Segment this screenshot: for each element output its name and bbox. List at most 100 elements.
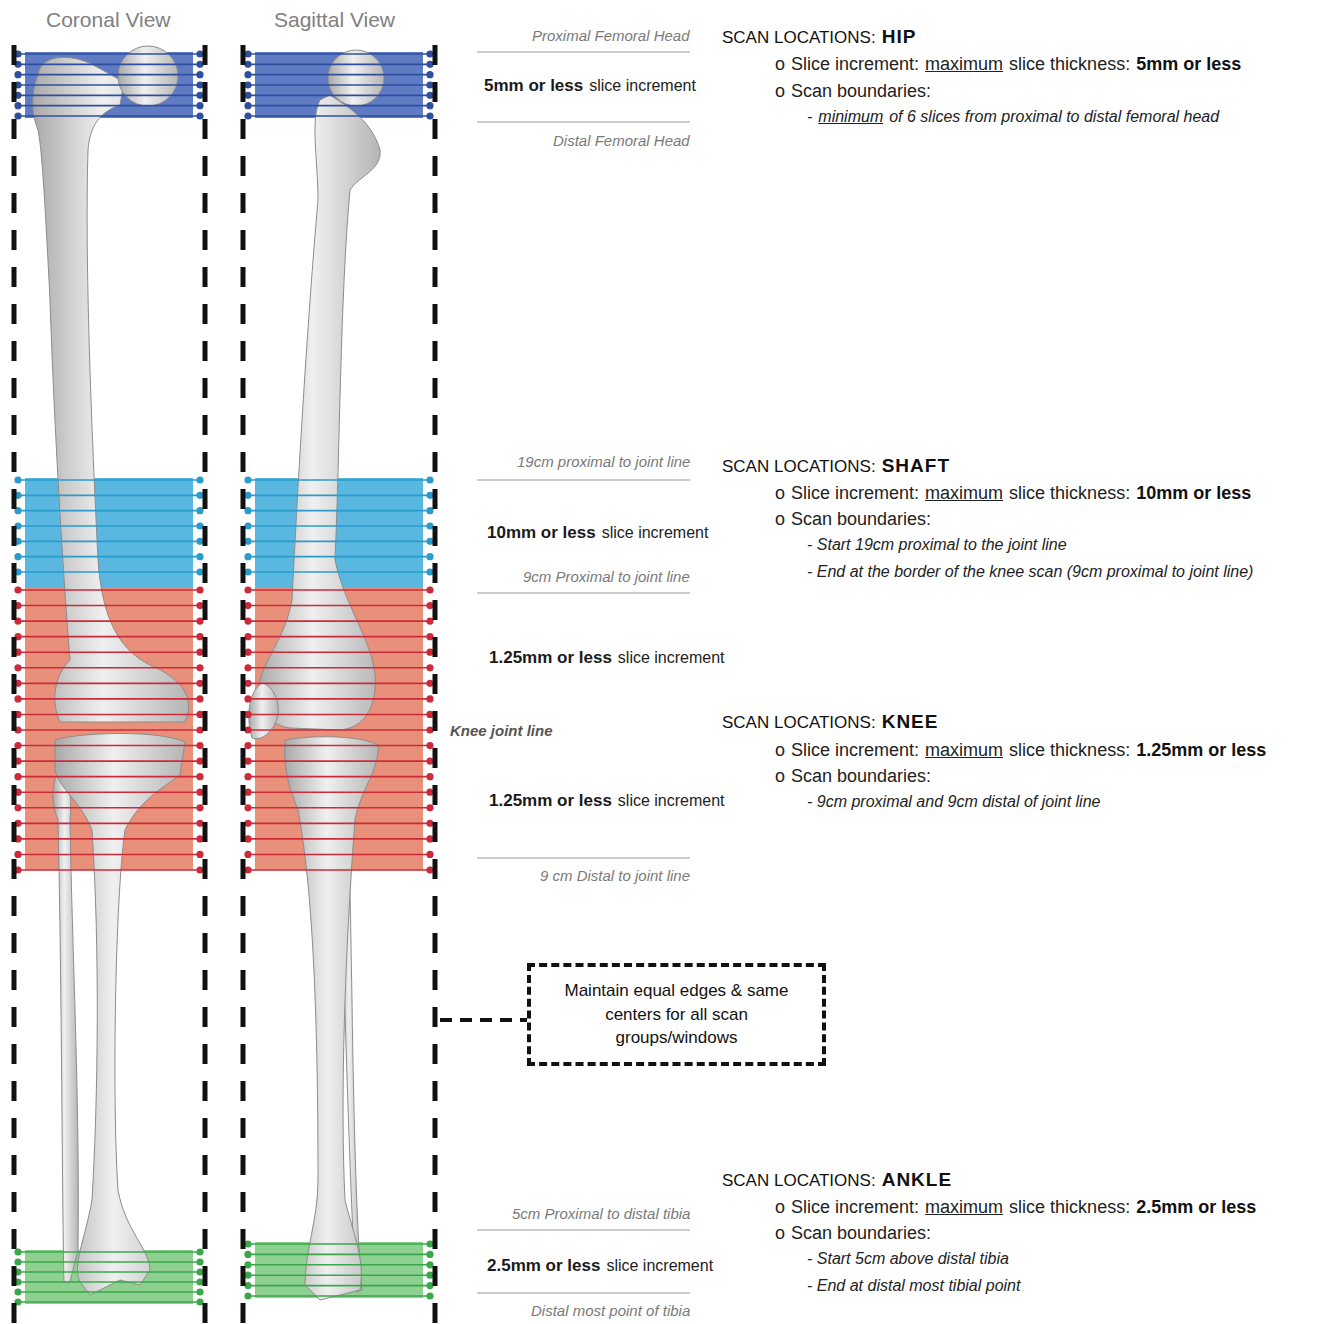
femur-coronal [33, 57, 189, 722]
slice-dot [196, 586, 203, 593]
text-line: Distal most point of tibia [531, 1300, 690, 1322]
slice-line [248, 95, 430, 97]
slice-dot [244, 773, 251, 780]
slice-line [18, 74, 200, 76]
slice-dot [14, 773, 21, 780]
slice-line [18, 1291, 200, 1293]
slice-dot [14, 804, 21, 811]
label-text: 1.25mm or less [489, 647, 612, 669]
slice-dot [244, 476, 251, 483]
text-line: oSlice increment:maximumslice thickness:… [775, 53, 1241, 75]
label-text: slice thickness: [1009, 1196, 1130, 1218]
slice-line [248, 838, 430, 840]
slice-line [248, 571, 430, 573]
leg-bones [33, 46, 384, 1300]
text-line: Knee joint line [450, 720, 553, 742]
slice-line [18, 1301, 200, 1303]
label-text: maximum [925, 1196, 1003, 1218]
slice-line [18, 53, 200, 55]
text-line: - 9cm proximal and 9cm distal of joint l… [807, 791, 1100, 813]
slice-dot [14, 1248, 21, 1255]
label-text: - End at the border of the knee scan (9c… [807, 561, 1253, 583]
slice-line [248, 605, 430, 607]
text-line: 9 cm Distal to joint line [540, 865, 690, 887]
slice-line [248, 760, 430, 762]
label-text: slice increment [606, 1255, 713, 1277]
slice-line [18, 495, 200, 497]
label-text: minimum [818, 106, 883, 128]
slice-dot [244, 695, 251, 702]
text-line: SCAN LOCATIONS:HIP [722, 26, 916, 49]
label-text: 5cm Proximal to distal tibia [512, 1203, 690, 1225]
slice-dot [196, 773, 203, 780]
slice-line [18, 854, 200, 856]
text-line: - End at distal most tibial point [807, 1275, 1020, 1297]
slice-line [18, 823, 200, 825]
boundary-rule [477, 592, 690, 593]
text-line: 1.25mm or lessslice increment [489, 647, 725, 669]
slice-line [18, 510, 200, 512]
slice-line [18, 636, 200, 638]
slice-dot [14, 851, 21, 858]
label-text: 1.25mm or less [489, 790, 612, 812]
slice-line [18, 1261, 200, 1263]
label-text: 10mm or less [1136, 482, 1251, 504]
label-text: o [775, 508, 785, 530]
fibula-coronal [53, 770, 78, 1282]
slice-dot [426, 1251, 433, 1258]
slice-line [248, 714, 430, 716]
slice-dot [426, 773, 433, 780]
slice-line [18, 556, 200, 558]
slice-line [248, 745, 430, 747]
boundary-rule [477, 1229, 690, 1230]
slice-dot [426, 553, 433, 560]
boundary-rule [477, 1292, 690, 1293]
slice-dot [196, 1248, 203, 1255]
femoral-head-coronal [118, 46, 178, 106]
text-line: 5cm Proximal to distal tibia [512, 1203, 690, 1225]
slice-line [18, 84, 200, 86]
slice-line [18, 791, 200, 793]
slice-line [248, 479, 430, 481]
callout-leader [440, 1018, 527, 1022]
text-line: - Start 5cm above distal tibia [807, 1248, 1009, 1270]
slice-dot [196, 695, 203, 702]
label-text: o [775, 53, 785, 75]
femoral-head-sagittal [328, 50, 384, 106]
slice-dot [426, 102, 433, 109]
label-text: 2.5mm or less [1136, 1196, 1256, 1218]
slice-line [18, 729, 200, 731]
label-text: 19cm proximal to joint line [517, 451, 690, 473]
text-line: 5mm or lessslice increment [484, 75, 696, 97]
slice-line [248, 791, 430, 793]
slice-line [248, 1264, 430, 1266]
slice-line [248, 776, 430, 778]
slice-dot [196, 804, 203, 811]
slice-dot [244, 1292, 251, 1299]
slice-dot [244, 664, 251, 671]
label-text: - Start 5cm above distal tibia [807, 1248, 1009, 1270]
label-text: maximum [925, 53, 1003, 75]
slice-line [18, 571, 200, 573]
slice-line [248, 854, 430, 856]
text-line: Coronal View [46, 9, 171, 31]
slice-dot [14, 586, 21, 593]
text-line: oScan boundaries: [775, 765, 931, 787]
label-text: Scan boundaries: [791, 508, 931, 530]
label-text: SCAN LOCATIONS: [722, 1170, 876, 1192]
label-text: Distal most point of tibia [531, 1300, 690, 1322]
label-text: Knee joint line [450, 720, 553, 742]
slice-line [18, 651, 200, 653]
slice-line [248, 823, 430, 825]
slice-dot [426, 664, 433, 671]
slice-line [18, 838, 200, 840]
text-line: 2.5mm or lessslice increment [487, 1255, 713, 1277]
label-text: o [775, 739, 785, 761]
text-line: oScan boundaries: [775, 1222, 931, 1244]
slice-line [18, 95, 200, 97]
text-line: oSlice increment:maximumslice thickness:… [775, 739, 1266, 761]
slice-dot [196, 1288, 203, 1295]
text-line: oSlice increment:maximumslice thickness:… [775, 1196, 1256, 1218]
label-text: SCAN LOCATIONS: [722, 712, 876, 734]
